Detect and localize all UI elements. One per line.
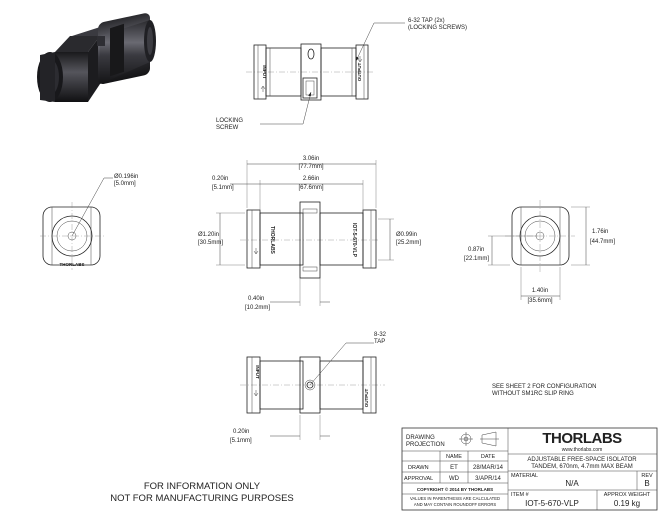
svg-text:TANDEM, 670nm, 4.7mm MAX BEAM: TANDEM, 670nm, 4.7mm MAX BEAM <box>531 464 633 470</box>
svg-text:0.20in: 0.20in <box>233 429 249 435</box>
part-label-left: THORLABS <box>269 226 275 254</box>
svg-text:8-32: 8-32 <box>374 332 387 338</box>
dim-aperture: Ø0.196in [5.0mm] <box>71 174 138 237</box>
svg-text:0.40in: 0.40in <box>248 296 264 302</box>
bottom-end-marking-right: OUTPUT <box>364 389 369 408</box>
svg-text:DRAWING: DRAWING <box>406 435 435 441</box>
svg-text:[5.1mm]: [5.1mm] <box>212 185 234 191</box>
svg-text:WD: WD <box>449 476 460 482</box>
svg-text:WITHOUT SM1RC SLIP RING: WITHOUT SM1RC SLIP RING <box>492 391 574 397</box>
svg-text:6-32 TAP (2x): 6-32 TAP (2x) <box>408 18 445 24</box>
disclaimer-footer: FOR INFORMATION ONLY NOT FOR MANUFACTURI… <box>92 481 312 505</box>
svg-text:1.76in: 1.76in <box>592 229 608 235</box>
svg-text:REV: REV <box>641 473 653 479</box>
brand-marking: THORLABS <box>60 262 85 267</box>
svg-text:Ø1.20in: Ø1.20in <box>198 232 219 238</box>
svg-text:APPROVAL: APPROVAL <box>404 476 433 482</box>
callout-locking-screw: LOCKING SCREW <box>216 91 312 131</box>
svg-text:ITEM #: ITEM # <box>511 492 530 498</box>
svg-text:[25.2mm]: [25.2mm] <box>396 240 421 246</box>
svg-text:[77.7mm]: [77.7mm] <box>298 164 323 170</box>
bottom-view: INPUT OUTPUT <box>240 356 385 414</box>
svg-text:[10.2mm]: [10.2mm] <box>245 305 270 311</box>
svg-text:N/A: N/A <box>565 479 579 488</box>
callout-tap-top: 6-32 TAP (2x) (LOCKING SCREWS) <box>355 18 467 62</box>
bottom-end-marking-left: INPUT <box>255 365 260 379</box>
svg-text:ET: ET <box>450 465 458 471</box>
front-view-dimensions: 3.06in [77.7mm] 2.66in [67.6mm] 0.20in [… <box>198 156 421 311</box>
svg-text:[5.0mm]: [5.0mm] <box>114 181 136 187</box>
svg-text:PROJECTION: PROJECTION <box>406 442 445 448</box>
svg-text:[30.5mm]: [30.5mm] <box>198 240 223 246</box>
footer-line-2: NOT FOR MANUFACTURING PURPOSES <box>110 493 294 504</box>
projection-symbol <box>459 431 499 447</box>
svg-text:[22.1mm]: [22.1mm] <box>464 256 489 262</box>
svg-text:1.40in: 1.40in <box>532 288 548 294</box>
svg-text:B: B <box>644 479 649 488</box>
isometric-render <box>37 13 156 102</box>
thorlabs-logo: THORLABS <box>542 430 622 447</box>
footer-line-1: FOR INFORMATION ONLY <box>143 481 261 492</box>
svg-text:0.87in: 0.87in <box>468 247 484 253</box>
svg-text:VALUES IN PARENTHESIS ARE CALC: VALUES IN PARENTHESIS ARE CALCULATED <box>410 496 500 501</box>
callout-tap-bottom: 8-32 TAP <box>309 332 387 386</box>
sheet-note: SEE SHEET 2 FOR CONFIGURATION WITHOUT SM… <box>492 384 596 397</box>
svg-text:3/APR/14: 3/APR/14 <box>475 476 501 482</box>
svg-text:DATE: DATE <box>481 454 496 460</box>
title-block: DRAWING PROJECTION NAME DATE DRAWN ET 28… <box>401 427 658 511</box>
left-end-view: THORLABS <box>40 202 104 270</box>
svg-text:www.thorlabs.com: www.thorlabs.com <box>562 447 603 453</box>
svg-text:COPYRIGHT © 2014 BY THORLABS: COPYRIGHT © 2014 BY THORLABS <box>417 486 493 492</box>
svg-text:SCREW: SCREW <box>216 125 239 131</box>
svg-text:3.06in: 3.06in <box>303 156 319 162</box>
svg-text:[67.6mm]: [67.6mm] <box>298 185 323 191</box>
right-view-dimensions: 1.76in [44.7mm] 0.87in [22.1mm] 1.40in [… <box>464 206 615 304</box>
svg-text:SEE SHEET 2 FOR CONFIGURATION: SEE SHEET 2 FOR CONFIGURATION <box>492 384 596 390</box>
svg-text:IOT-5-670-VLP: IOT-5-670-VLP <box>525 499 579 508</box>
svg-text:DRAWN: DRAWN <box>408 465 429 471</box>
svg-text:Ø0.99in: Ø0.99in <box>396 232 417 238</box>
end-marking-right: OUTPUT <box>357 63 362 82</box>
dim-bottom-offset: 0.20in [5.1mm] <box>230 415 330 444</box>
svg-text:MATERIAL: MATERIAL <box>511 473 538 479</box>
svg-text:TAP: TAP <box>374 339 385 345</box>
svg-text:LOCKING: LOCKING <box>216 118 243 124</box>
svg-text:2.66in: 2.66in <box>303 176 319 182</box>
part-label-right: IOT-5-670-VLP <box>351 223 357 258</box>
svg-text:[35.6mm]: [35.6mm] <box>527 298 552 304</box>
svg-text:(LOCKING SCREWS): (LOCKING SCREWS) <box>408 25 467 31</box>
svg-text:0.19 kg: 0.19 kg <box>614 499 640 508</box>
end-marking-left: INPUT <box>262 65 267 79</box>
svg-text:AND MAY CONTAIN ROUNDOFF ERROR: AND MAY CONTAIN ROUNDOFF ERRORS <box>414 502 497 507</box>
svg-text:[5.1mm]: [5.1mm] <box>230 438 252 444</box>
svg-text:28/MAR/14: 28/MAR/14 <box>473 465 504 471</box>
svg-text:NAME: NAME <box>446 454 462 460</box>
svg-text:0.20in: 0.20in <box>212 176 228 182</box>
top-view: INPUT OUTPUT <box>246 43 375 101</box>
svg-text:ADJUSTABLE FREE-SPACE ISOLATOR: ADJUSTABLE FREE-SPACE ISOLATOR <box>527 457 637 463</box>
front-view: THORLABS IOT-5-670-VLP <box>240 201 380 279</box>
svg-text:APPROX WEIGHT: APPROX WEIGHT <box>604 492 651 498</box>
svg-text:Ø0.196in: Ø0.196in <box>114 174 138 180</box>
svg-text:[44.7mm]: [44.7mm] <box>590 239 615 245</box>
